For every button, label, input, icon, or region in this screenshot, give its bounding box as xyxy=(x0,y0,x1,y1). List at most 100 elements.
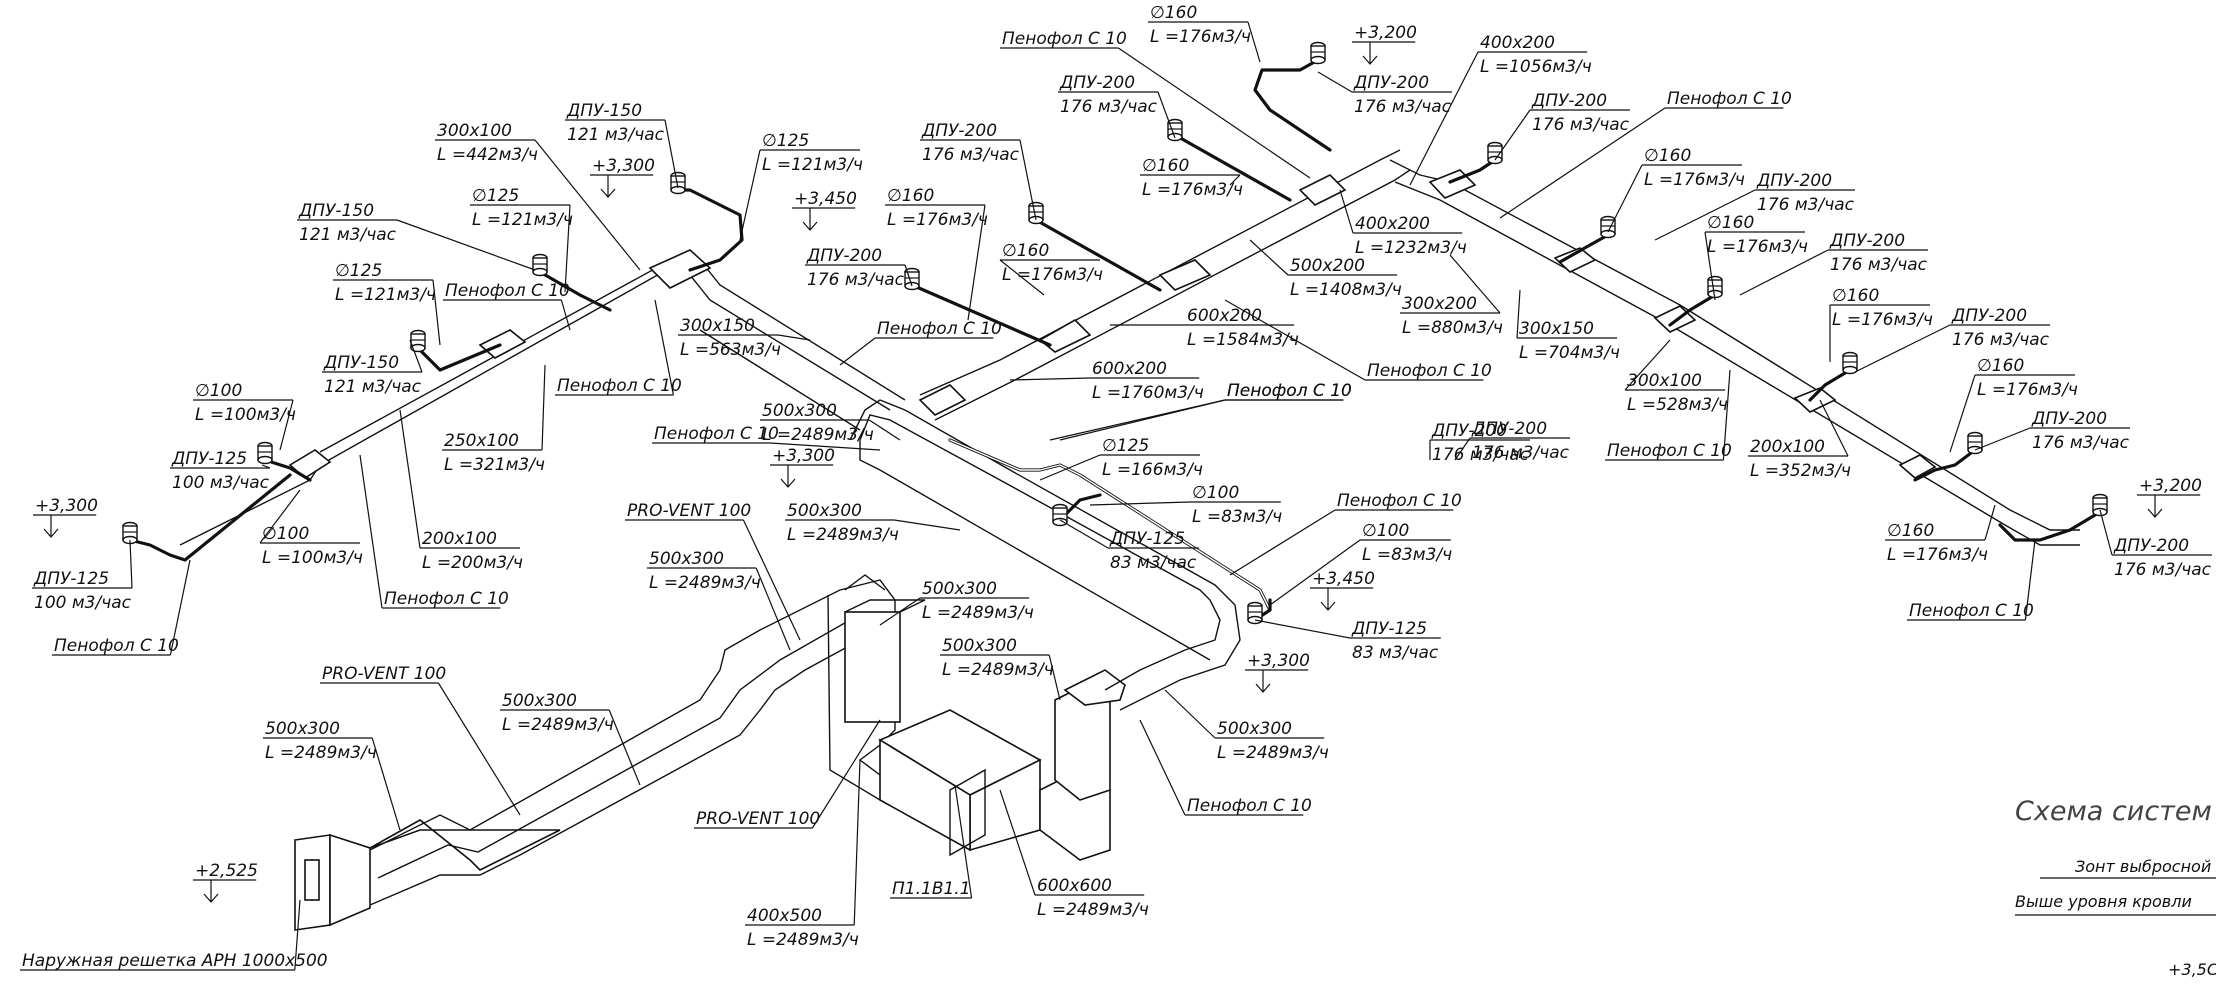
label-72: PRO-VENT 100 xyxy=(625,501,801,641)
label-line2: L =2489м3/ч xyxy=(502,715,614,735)
label-line2: L =176м3/ч xyxy=(1150,27,1251,47)
label-6: Пенофол С 10 xyxy=(1499,89,1792,219)
label-line1: 500x300 xyxy=(787,501,862,521)
label-81: 500x300 L =2489м3/ч xyxy=(263,719,401,831)
label-line1: ∅160 xyxy=(1832,286,1879,306)
label-line2: L =2489м3/ч xyxy=(265,743,377,763)
label-line1: Пенофол С 10 xyxy=(557,376,682,396)
label-78: Пенофол С 10 xyxy=(1139,719,1312,816)
label-line2: 176 м3/час xyxy=(1432,445,1530,465)
label-line1: 300x200 xyxy=(1402,294,1477,314)
label-line1: ДПУ-200 xyxy=(1829,231,1905,251)
label-line1: 250x100 xyxy=(444,431,519,451)
label-line1: 200x100 xyxy=(422,529,497,549)
label-26: +3,200 xyxy=(2137,476,2202,518)
diffuser-icon xyxy=(2092,493,2108,517)
label-59: Пенофол С 10 xyxy=(52,559,191,656)
label-58: Пенофол С 10 xyxy=(359,454,509,609)
label-line2: L =1408м3/ч xyxy=(1290,280,1402,300)
label-line2: L =2489м3/ч xyxy=(787,525,899,545)
label-line1: +3,200 xyxy=(1354,23,1417,43)
label-line1: 600x600 xyxy=(1037,876,1112,896)
label-line1: ДПУ-125 xyxy=(33,569,109,589)
label-line1: 500x300 xyxy=(922,579,997,599)
label-line2: L =880м3/ч xyxy=(1402,318,1503,338)
label-line1: ДПУ-200 xyxy=(806,246,882,266)
label-line1: 200x100 xyxy=(1750,437,1825,457)
label-line1: ДПУ-125 xyxy=(1109,529,1185,549)
lower-branch xyxy=(948,438,1272,612)
label-line1: ДПУ-200 xyxy=(921,121,997,141)
label-line1: Пенофол С 10 xyxy=(1187,796,1312,816)
air-handling-unit xyxy=(878,669,1126,861)
diffuser-icon xyxy=(1310,41,1326,65)
label-line1: Пенофол С 10 xyxy=(1909,601,2034,621)
label-line1: 500x300 xyxy=(265,719,340,739)
label-0: Пенофол С 10 xyxy=(1000,29,1311,179)
label-line2: L =1232м3/ч xyxy=(1355,238,1467,258)
label-line1: Пенофол С 10 xyxy=(445,281,570,301)
label-line1: ДПУ-200 xyxy=(2113,536,2189,556)
label-line2: L =176м3/ч xyxy=(887,210,988,230)
bottom-elevation: +3,5С xyxy=(2168,960,2216,979)
label-54: +3,300 xyxy=(33,496,98,538)
label-line1: ДПУ-200 xyxy=(2031,409,2107,429)
label-line1: Пенофол С 10 xyxy=(384,589,509,609)
label-line2: 83 м3/час xyxy=(1352,643,1439,663)
label-line2: L =176м3/ч xyxy=(1707,237,1808,257)
label-line1: ДПУ-200 xyxy=(1059,73,1135,93)
label-line1: Пенофол С 10 xyxy=(877,319,1002,339)
label-line2: L =321м3/ч xyxy=(444,455,545,475)
label-line1: ∅160 xyxy=(1977,356,2024,376)
scheme-title: Схема систем xyxy=(2015,796,2212,827)
label-86: +2,525 xyxy=(193,861,258,903)
label-line1: ДПУ-125 xyxy=(1351,619,1427,639)
label-line1: +2,525 xyxy=(195,861,258,881)
label-2: +3,200 xyxy=(1352,23,1417,65)
label-line1: PRO-VENT 100 xyxy=(696,809,820,829)
label-line1: ДПУ-200 xyxy=(1431,421,1507,441)
label-line2: L =2489м3/ч xyxy=(1217,743,1329,763)
label-line2: 121 м3/час xyxy=(324,377,422,397)
label-14: Пенофол С 10 xyxy=(1224,299,1492,381)
label-line2: L =563м3/ч xyxy=(680,340,781,360)
label-line1: ∅100 xyxy=(1192,483,1239,503)
label-line1: 300x150 xyxy=(1519,319,1594,339)
label-61: Пенофол С 10 xyxy=(652,424,881,451)
label-line1: 500x300 xyxy=(502,691,577,711)
label-line1: ∅100 xyxy=(195,381,242,401)
label-line1: ДПУ-200 xyxy=(1756,171,1832,191)
label-line1: 600x200 xyxy=(1187,306,1262,326)
label-line2: L =1760м3/ч xyxy=(1092,383,1204,403)
label-line1: Пенофол С 10 xyxy=(1002,29,1127,49)
label-87: Наружная решетка АРН 1000х500 xyxy=(20,899,328,971)
label-39: +3,450 xyxy=(792,189,857,231)
label-line1: 300x150 xyxy=(680,316,755,336)
label-line1: 500x300 xyxy=(942,636,1017,656)
label-67: Пенофол С 10 xyxy=(1229,491,1462,576)
label-82: PRO-VENT 100 xyxy=(694,719,881,829)
label-line1: Пенофол С 10 xyxy=(1607,441,1732,461)
